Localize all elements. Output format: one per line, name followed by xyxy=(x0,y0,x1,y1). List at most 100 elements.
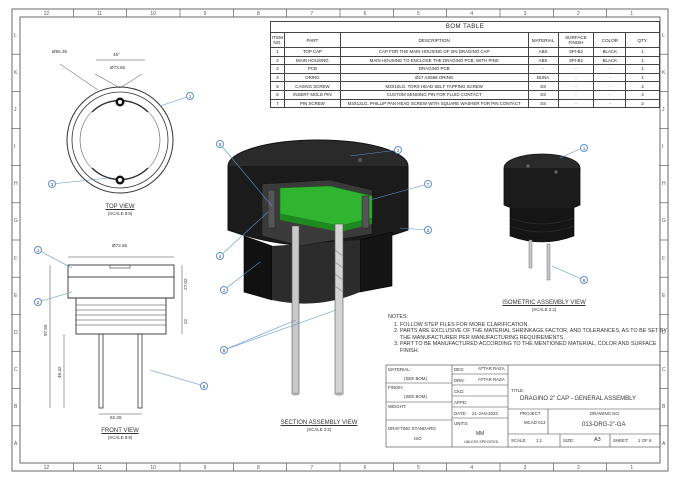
balloon: 2 xyxy=(220,286,228,294)
bom-cell: 1 xyxy=(625,47,660,57)
bom-cell: ORING xyxy=(283,72,341,83)
zone-column-label: 9 xyxy=(203,465,207,471)
zone-column-label: 6 xyxy=(363,11,367,17)
zone-row-label: H xyxy=(14,181,18,188)
note-item: FOLLOW STEP FILES FOR MORE CLARIFICATION… xyxy=(400,322,672,329)
zone-column-label: 7 xyxy=(310,465,314,471)
bom-header-cell: QTY. xyxy=(625,32,660,48)
zone-row-label: D xyxy=(14,329,18,336)
notes-heading: NOTES: xyxy=(388,314,409,320)
title-block-grid xyxy=(385,364,661,448)
bom-cell: ABS xyxy=(527,47,559,57)
tb-drafting-value: ISO xyxy=(414,436,422,441)
tb-units-value: MM xyxy=(476,431,485,437)
bom-header-cell: PART xyxy=(283,32,341,48)
section-view-drawing xyxy=(227,139,409,396)
zone-row-label: H xyxy=(662,181,666,188)
balloon: 4 xyxy=(216,252,224,260)
tb-project-value: MCAD 013 xyxy=(524,420,546,425)
bom-title: BOM TABLE xyxy=(270,21,660,33)
bom-cell: - xyxy=(557,64,595,74)
bom-cell: 3 xyxy=(270,64,285,74)
bom-cell: 1 xyxy=(625,72,660,83)
front-view-drawing xyxy=(49,256,183,415)
zone-column-label: 4 xyxy=(470,11,474,17)
zone-column-label: 5 xyxy=(417,465,420,471)
bom-cell: MAIN HOUSING xyxy=(283,55,341,66)
dim-front-height: 97.55 xyxy=(43,324,48,337)
top-view-scale: (SCALE 8:9) xyxy=(107,211,133,216)
zone-column-label: 3 xyxy=(523,11,527,17)
balloon: 7 xyxy=(424,180,432,188)
bom-cell: 1 xyxy=(625,55,660,66)
zone-column-label: 1 xyxy=(630,11,634,17)
zone-row-label: B xyxy=(14,404,18,411)
zone-column-label: 10 xyxy=(150,465,156,471)
isometric-view-drawing xyxy=(503,153,581,281)
zone-row-label: E xyxy=(14,292,18,299)
bom-cell: MAIN HOUSING TO ENCLOSE THE DRAGINO PCB,… xyxy=(339,55,529,66)
zone-row-label: L xyxy=(14,32,17,39)
tb-sheet-value: 1 OF 6 xyxy=(638,438,652,443)
bom-cell: SS xyxy=(527,89,559,100)
bom-cell: 2 xyxy=(270,55,285,66)
zone-row-label: F xyxy=(14,255,18,262)
balloon: 6 xyxy=(200,382,208,390)
bom-header-cell: SURFACE FINISH xyxy=(557,32,595,48)
zone-column-label: 6 xyxy=(363,465,367,471)
tb-size-value: A3 xyxy=(594,437,601,443)
zone-column-label: 9 xyxy=(203,11,207,17)
top-view-title: TOP VIEW xyxy=(105,204,135,210)
bom-header-cell: COLOR xyxy=(593,32,627,48)
balloon: 6 xyxy=(220,346,228,354)
bom-cell: PIN SCREW xyxy=(283,98,341,109)
tb-finish-label: FINISH: xyxy=(388,385,404,390)
balloon: 2 xyxy=(424,226,432,234)
bom-cell: - xyxy=(593,64,627,74)
zone-row-label: J xyxy=(662,106,665,113)
bom-cell: BLACK xyxy=(593,55,627,66)
zone-row-label: A xyxy=(662,441,666,448)
tb-drn-label: DRN: xyxy=(454,378,465,383)
balloon: 6 xyxy=(580,276,588,284)
tb-scale-value: 1:1 xyxy=(536,438,543,443)
zone-row-label: E xyxy=(662,292,666,299)
tb-units-label: UNITS: xyxy=(454,421,469,426)
zone-column-label: 7 xyxy=(310,11,314,17)
section-view-scale: (SCALE 2:2) xyxy=(306,427,332,432)
bom-cell: BLACK xyxy=(593,47,627,57)
tb-scale-label: SCALE: xyxy=(511,438,527,443)
tb-material-value: (SEE BOM) xyxy=(404,376,427,381)
zone-column-label: 3 xyxy=(523,465,527,471)
balloon: 1 xyxy=(394,146,402,154)
top-view-drawing xyxy=(59,59,174,194)
zone-column-label: 12 xyxy=(43,465,50,471)
tb-units-note: UNLESS SPECIFIED xyxy=(464,440,499,444)
tb-appd-label: APPD: xyxy=(454,400,468,405)
zone-row-label: A xyxy=(14,441,18,448)
bom-cell: 5 xyxy=(270,81,285,91)
bom-cell: PCB xyxy=(283,64,341,74)
dim-top-outer: Ø55.35 xyxy=(52,49,68,54)
bom-cell: 1 xyxy=(625,64,660,74)
tb-material-label: MATERIAL: xyxy=(388,367,411,372)
balloon: 5 xyxy=(216,140,224,148)
bom-header-cell: DESCRIPTION xyxy=(339,32,529,48)
zone-row-label: J xyxy=(14,106,17,113)
bom-cell: ABS xyxy=(527,55,559,66)
zone-row-label: K xyxy=(662,69,666,76)
section-view-label: SECTION ASSEMBLY VIEW (SCALE 2:2) xyxy=(264,420,374,432)
section-view-title: SECTION ASSEMBLY VIEW xyxy=(280,420,358,426)
zone-row-label: D xyxy=(662,329,666,336)
tb-drawing-no-label: DRAWING NO. xyxy=(590,411,621,416)
balloon: 2 xyxy=(34,298,42,306)
bom-cell: - xyxy=(527,64,559,74)
zone-row-label: B xyxy=(662,404,666,411)
